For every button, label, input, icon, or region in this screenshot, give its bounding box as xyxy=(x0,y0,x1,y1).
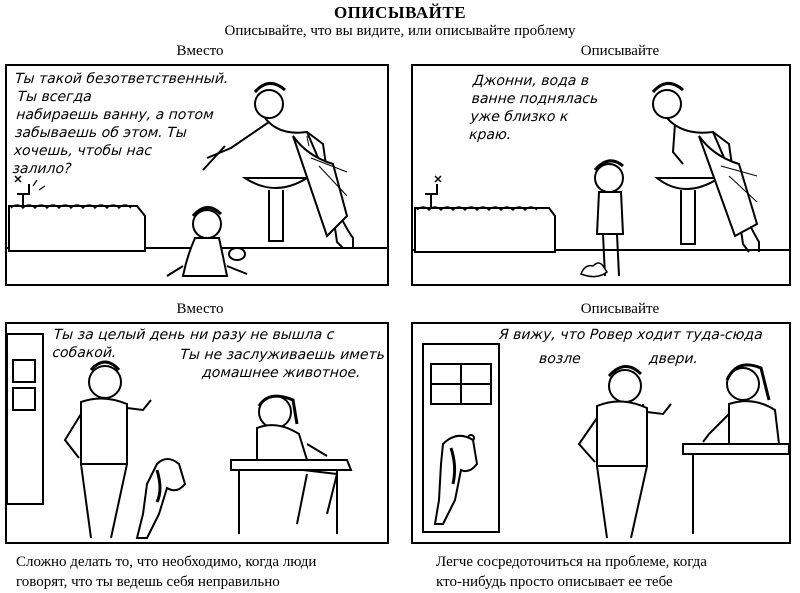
speech-bubble-4c: двери. xyxy=(648,351,699,367)
speech-bubble-2: Джонни, вода в ванне поднялась уже близк… xyxy=(468,73,599,143)
speech-bubble-4b: возле xyxy=(538,351,582,367)
comic-panel-1: Ты такой безответственный. Ты всегда наб… xyxy=(5,64,389,286)
panel-4-illustration xyxy=(422,343,789,539)
panel-3-illustration xyxy=(7,333,353,539)
panel-3-label: Вместо xyxy=(176,301,224,317)
speech-bubble-4a: Я вижу, что Ровер ходит туда-сюда xyxy=(498,327,764,343)
caption-left: Сложно делать то, что необходимо, когда … xyxy=(16,554,317,590)
speech-bubble-1a: Ты такой безответственный. xyxy=(14,71,229,87)
page-subtitle: Описывайте, что вы видите, или описывайт… xyxy=(224,23,576,39)
comic-panel-2: Джонни, вода в ванне поднялась уже близк… xyxy=(411,64,791,286)
speech-bubble-1b: Ты всегда набираешь ванну, а потом забыв… xyxy=(11,89,215,177)
speech-bubble-3b: Ты не заслуживаешь иметь домашнее животн… xyxy=(179,347,386,381)
panel-4-label: Описывайте xyxy=(580,301,660,317)
panel-2-label: Описывайте xyxy=(580,43,660,59)
page-title: ОПИСЫВАЙТЕ xyxy=(333,3,467,22)
comic-panel-3: Ты за целый день ни разу не вышла с соба… xyxy=(5,322,389,544)
panel-1-label: Вместо xyxy=(176,43,224,59)
panel-1-illustration xyxy=(7,82,387,277)
panel-2-illustration xyxy=(413,82,789,278)
comic-panel-4: Я вижу, что Ровер ходит туда-сюда возле … xyxy=(411,322,791,544)
caption-right: Легче сосредоточиться на проблеме, когда… xyxy=(436,554,707,590)
